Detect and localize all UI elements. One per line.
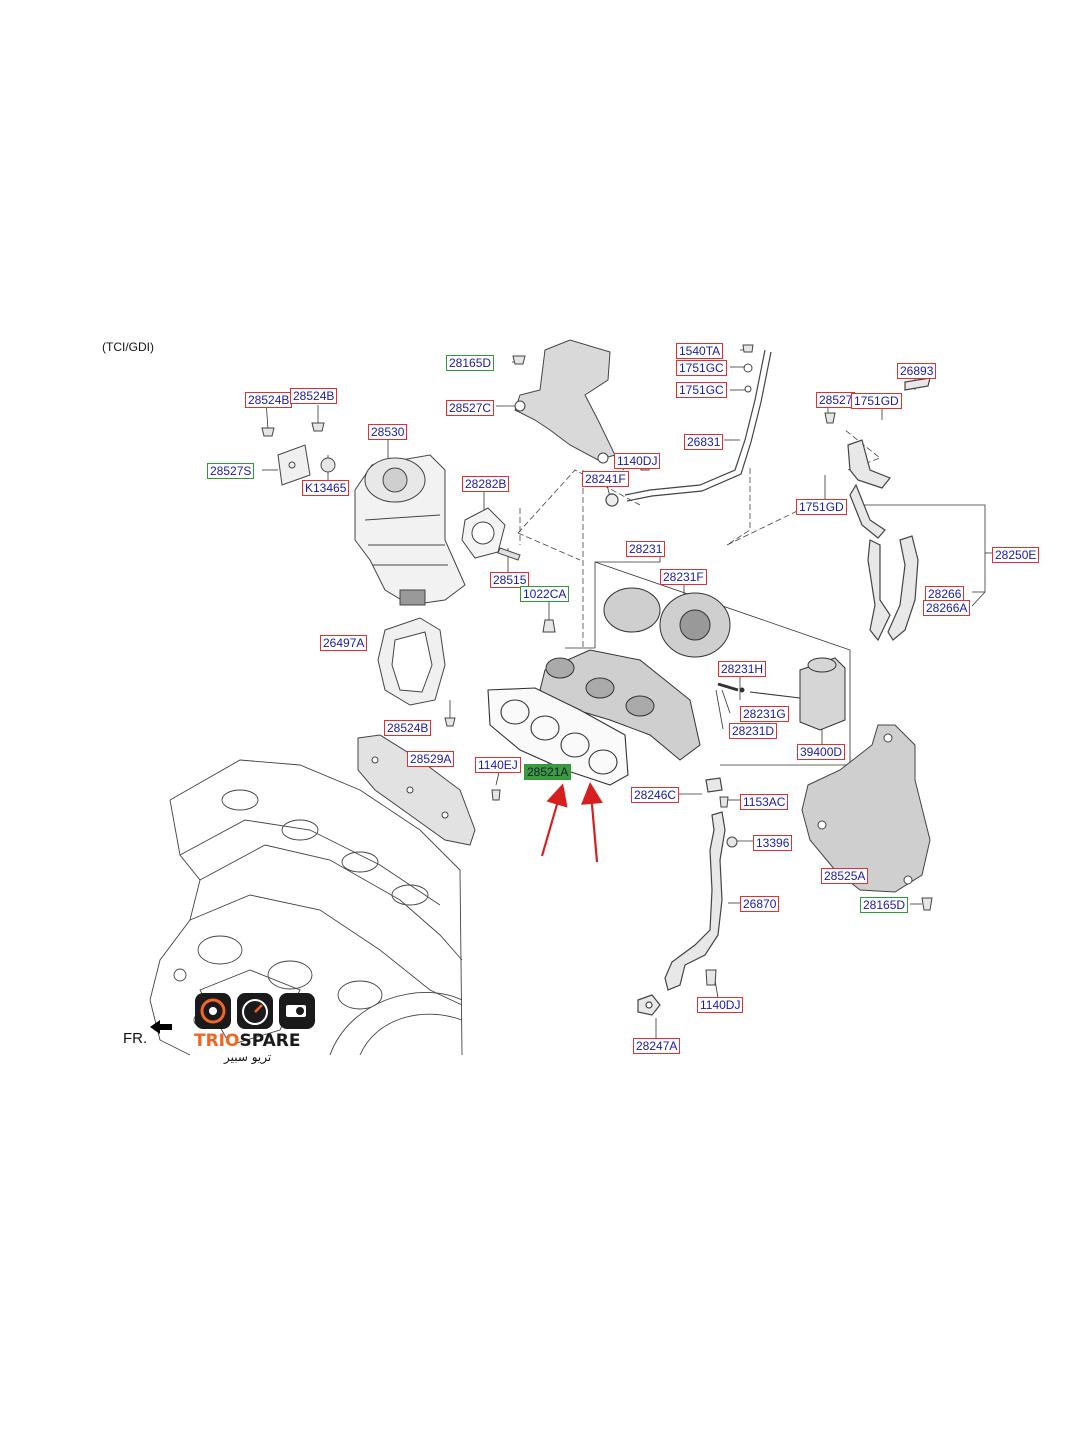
part-callout-28241f[interactable]: 28241F	[582, 471, 629, 487]
part-callout-28231f[interactable]: 28231F	[660, 569, 707, 585]
front-direction-arrow-icon	[150, 1020, 172, 1034]
part-callout-28231g[interactable]: 28231G	[740, 706, 789, 722]
turbo-heat-shield	[801, 724, 931, 893]
oil-feed-pipe	[605, 349, 772, 507]
part-callout-1140dj-b[interactable]: 1140DJ	[697, 997, 744, 1013]
front-marker-label: FR.	[123, 1030, 148, 1047]
part-callout-28515[interactable]: 28515	[490, 572, 530, 588]
catalytic-converter	[354, 454, 466, 606]
variant-label: (TCI/GDI)	[102, 340, 154, 354]
part-callout-1140dj-a[interactable]: 1140DJ	[614, 453, 661, 469]
part-callout-26893[interactable]: 26893	[897, 363, 937, 379]
part-callout-13396[interactable]: 13396	[753, 835, 793, 851]
part-callout-28527[interactable]: 28527	[816, 392, 856, 408]
part-callout-28165d-bottom[interactable]: 28165D	[860, 897, 909, 913]
part-callout-28231d[interactable]: 28231D	[729, 723, 778, 739]
part-callout-28246c[interactable]: 28246C	[631, 787, 680, 803]
part-callout-26870[interactable]: 26870	[740, 896, 780, 912]
trio-spare-logo: TRIOSPARE تريو سبير	[194, 992, 319, 1064]
logo-arabic-text: تريو سبير	[224, 1050, 272, 1064]
oil-return-pipe	[637, 777, 726, 1016]
heat-shield-gasket	[377, 617, 446, 706]
logo-icons	[195, 993, 315, 1029]
stud	[497, 547, 521, 561]
part-callout-28529a[interactable]: 28529A	[407, 751, 455, 767]
part-callout-1751gc-a[interactable]: 1751GC	[676, 360, 727, 376]
bracket	[277, 444, 311, 486]
part-callout-1751gc-b[interactable]: 1751GC	[676, 382, 727, 398]
part-callout-28282b[interactable]: 28282B	[462, 476, 510, 492]
part-callout-28524b-c[interactable]: 28524B	[384, 720, 432, 736]
part-callout-26497a[interactable]: 26497A	[320, 635, 368, 651]
part-callout-28525a[interactable]: 28525A	[821, 868, 869, 884]
part-callout-1022ca[interactable]: 1022CA	[520, 586, 570, 602]
fasteners	[261, 344, 933, 986]
engine-block	[149, 759, 463, 1056]
part-callout-28231h[interactable]: 28231H	[718, 661, 767, 677]
wastegate-actuator	[717, 657, 846, 731]
part-callout-28250e[interactable]: 28250E	[992, 547, 1040, 563]
part-callout-28231[interactable]: 28231	[626, 541, 666, 557]
part-callout-28530[interactable]: 28530	[368, 424, 408, 440]
part-callout-28266a[interactable]: 28266A	[923, 600, 971, 616]
logo-brand-spare: SPARE	[239, 1031, 301, 1051]
part-callout-28524b-b[interactable]: 28524B	[290, 388, 338, 404]
part-callout-28524b-a[interactable]: 28524B	[245, 392, 293, 408]
part-callout-1153ac[interactable]: 1153AC	[740, 794, 789, 810]
part-callout-28521a-selected[interactable]: 28521A	[524, 764, 572, 780]
logo-brand-trio: TRIO	[194, 1031, 240, 1051]
coolant-hoses	[847, 377, 931, 642]
part-callout-28165d-top[interactable]: 28165D	[446, 355, 495, 371]
part-callout-28527c[interactable]: 28527C	[446, 400, 495, 416]
part-callout-k13465[interactable]: K13465	[302, 480, 350, 496]
heat-shield-upper	[514, 339, 616, 464]
highlight-arrows	[540, 782, 603, 863]
exhaust-manifold-gasket	[487, 687, 629, 786]
part-callout-39400d[interactable]: 39400D	[797, 744, 846, 760]
part-callout-1540ta[interactable]: 1540TA	[676, 343, 724, 359]
part-callout-1140ej[interactable]: 1140EJ	[475, 757, 521, 773]
part-callout-1751gd-a[interactable]: 1751GD	[851, 393, 902, 409]
part-callout-1751gd-b[interactable]: 1751GD	[796, 499, 847, 515]
heat-shield-lower	[357, 734, 476, 846]
turbocharger-assembly	[539, 587, 731, 761]
part-callout-26831[interactable]: 26831	[684, 434, 724, 450]
part-callout-28527s[interactable]: 28527S	[207, 463, 255, 479]
part-callout-28247a[interactable]: 28247A	[633, 1038, 681, 1054]
